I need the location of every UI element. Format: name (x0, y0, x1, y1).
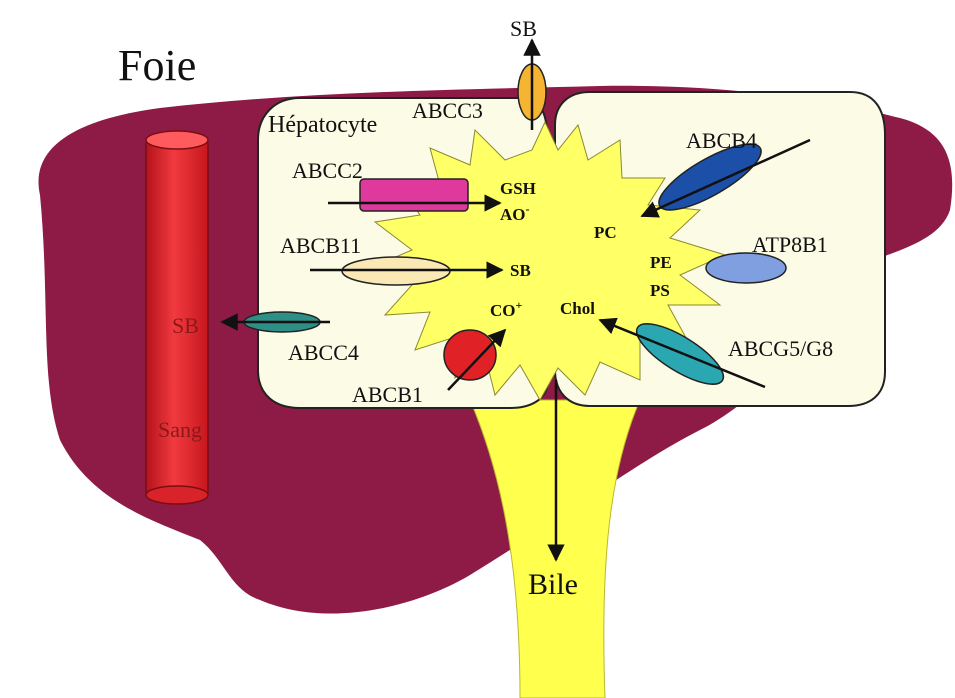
bile-label: Bile (528, 568, 578, 601)
abcb4-label: ABCB4 (686, 128, 757, 153)
blood-sb-label: SB (172, 313, 199, 338)
gsh-label: GSH (500, 179, 536, 198)
top-sb-label: SB (510, 16, 537, 41)
abcc2-label: ABCC2 (292, 158, 363, 183)
abcg5g8-label: ABCG5/G8 (728, 336, 833, 361)
atp8b1-transporter[interactable] (706, 253, 786, 283)
abcb1-label: ABCB1 (352, 382, 423, 407)
abcb1-transporter[interactable] (444, 330, 496, 380)
chol-label: Chol (560, 299, 595, 318)
abcc2-transporter[interactable] (360, 179, 468, 211)
abcb11-label: ABCB11 (280, 233, 361, 258)
title-foie: Foie (118, 41, 196, 90)
atp8b1-label: ATP8B1 (752, 232, 828, 257)
pe-label: PE (650, 253, 672, 272)
abcc4-label: ABCC4 (288, 340, 359, 365)
blood-label: Sang (158, 417, 202, 442)
sb-canaliculus-label: SB (510, 261, 531, 280)
cell-label: Hépatocyte (268, 112, 377, 138)
ao-label: AO- (500, 202, 530, 224)
pc-label: PC (594, 223, 617, 242)
abcc3-label: ABCC3 (412, 98, 483, 123)
ps-label: PS (650, 281, 670, 300)
